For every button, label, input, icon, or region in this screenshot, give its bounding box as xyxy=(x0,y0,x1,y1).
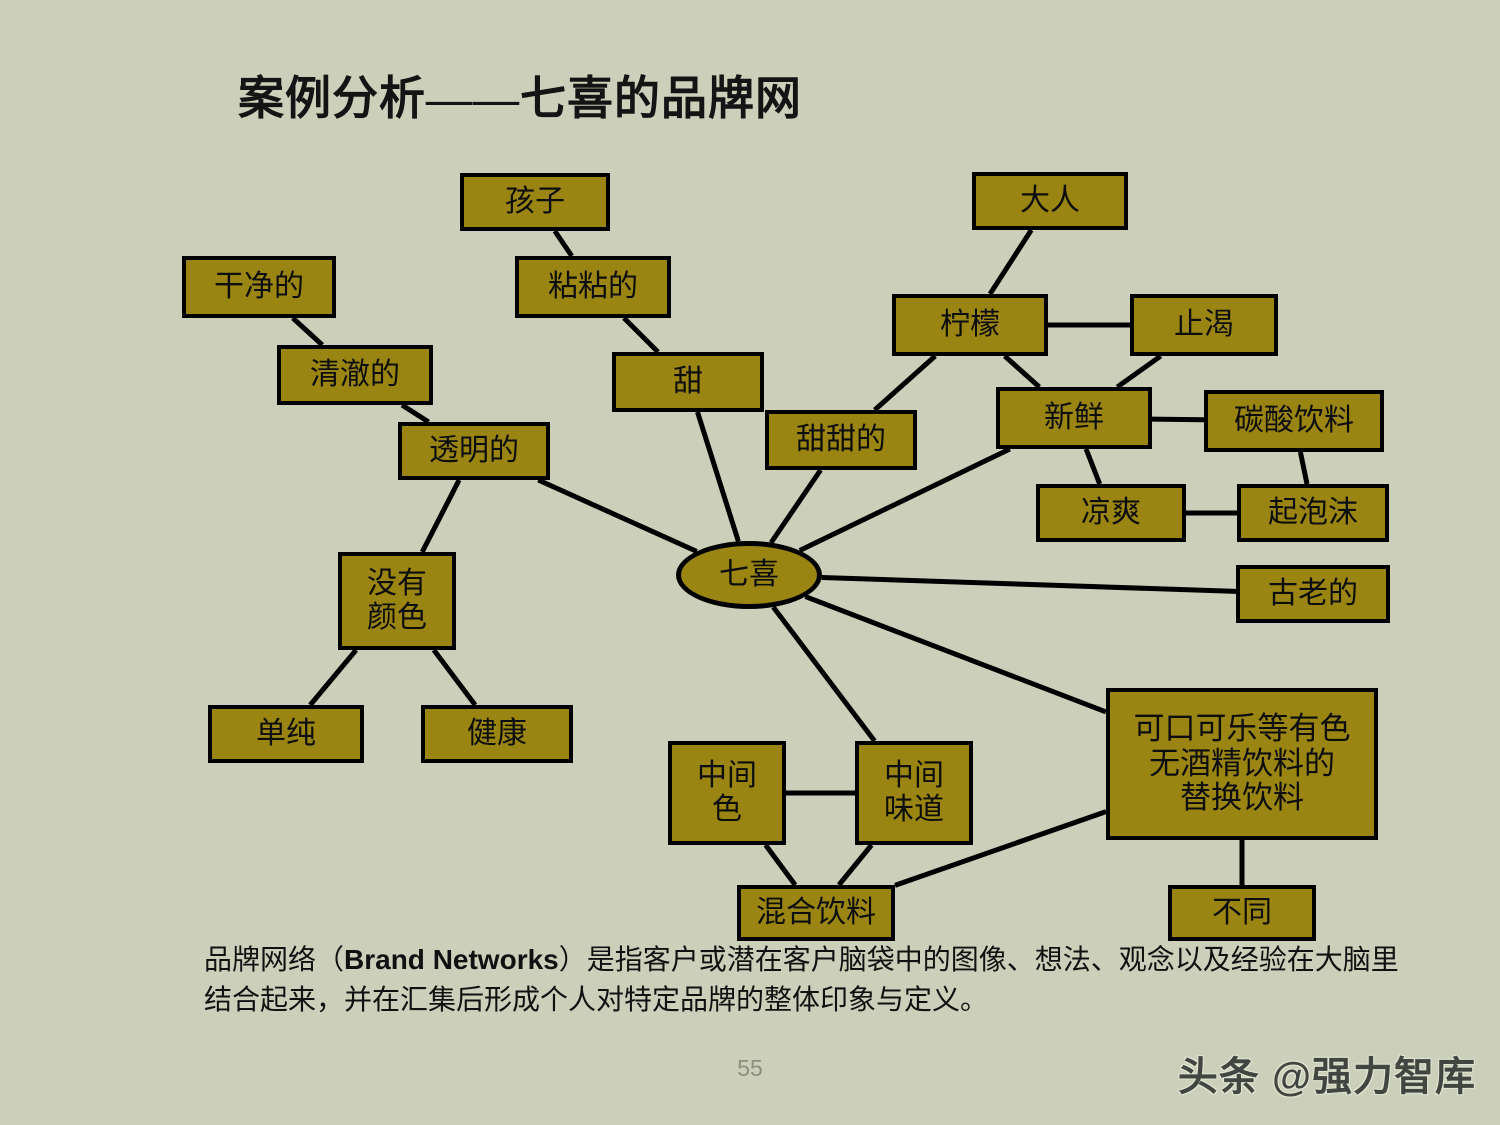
diagram-node-label: 中间 色 xyxy=(697,759,757,826)
diagram-edge-qingchede-toumingde xyxy=(400,402,430,425)
diagram-node-zhongjianse[interactable]: 中间 色 xyxy=(668,741,786,845)
diagram-node-label: 单纯 xyxy=(256,717,316,751)
diagram-node-label: 健康 xyxy=(467,717,527,751)
diagram-node-label: 新鲜 xyxy=(1044,401,1104,435)
diagram-node-label: 凉爽 xyxy=(1081,496,1141,530)
diagram-edge-toumingde-meiyouyanse xyxy=(419,478,462,554)
diagram-node-qixi[interactable]: 七喜 xyxy=(676,541,822,609)
diagram-node-label: 粘粘的 xyxy=(548,270,638,304)
diagram-edge-ningmeng-xinxian xyxy=(1003,354,1041,389)
diagram-node-ningmeng[interactable]: 柠檬 xyxy=(892,294,1048,356)
diagram-edge-ganjingde-qingchede xyxy=(291,316,324,347)
diagram-edge-meiyouyanse-jiankang xyxy=(431,648,478,707)
diagram-node-label: 可口可乐等有色 无酒精饮料的 替换饮料 xyxy=(1133,710,1351,816)
diagram-edge-toumingde-qixi xyxy=(537,477,698,554)
diagram-edge-qixi-zhongjianwei xyxy=(771,605,877,743)
diagram-edge-qixi-kekoukele xyxy=(804,594,1107,715)
diagram-edge-zhike-xinxian xyxy=(1115,353,1163,390)
diagram-node-tian[interactable]: 甜 xyxy=(612,352,764,412)
diagram-node-haizi[interactable]: 孩子 xyxy=(460,173,610,231)
diagram-edge-tian-qixi xyxy=(695,411,741,543)
diagram-edge-xinxian-liangshuang xyxy=(1083,448,1103,485)
diagram-edge-zhongjianse-hunhe xyxy=(763,843,798,887)
diagram-node-tiantiande[interactable]: 甜甜的 xyxy=(765,410,917,470)
diagram-node-liangshuang[interactable]: 凉爽 xyxy=(1036,484,1186,542)
diagram-node-qipaomo[interactable]: 起泡沫 xyxy=(1237,484,1389,542)
diagram-node-daren[interactable]: 大人 xyxy=(972,172,1128,230)
diagram-node-label: 没有 颜色 xyxy=(367,567,427,634)
diagram-node-label: 碳酸饮料 xyxy=(1234,404,1354,438)
diagram-node-zhanzhande[interactable]: 粘粘的 xyxy=(515,256,671,318)
diagram-edge-tiantiande-qixi xyxy=(769,468,823,545)
diagram-node-xinxian[interactable]: 新鲜 xyxy=(996,387,1152,449)
diagram-node-label: 清澈的 xyxy=(310,358,400,392)
caption-text: 品牌网络（Brand Networks）是指客户或潜在客户脑袋中的图像、想法、观… xyxy=(204,940,1444,1021)
diagram-node-label: 不同 xyxy=(1212,896,1272,930)
diagram-node-zhongjianwei[interactable]: 中间 味道 xyxy=(855,741,973,845)
diagram-node-kekoukele[interactable]: 可口可乐等有色 无酒精饮料的 替换饮料 xyxy=(1106,688,1378,840)
diagram-node-label: 甜甜的 xyxy=(796,423,886,457)
caption-line2: 结合起来，并在汇集后形成个人对特定品牌的整体印象与定义。 xyxy=(204,984,989,1016)
diagram-node-toumingde[interactable]: 透明的 xyxy=(398,422,550,480)
diagram-node-jiankang[interactable]: 健康 xyxy=(421,705,573,763)
diagram-edge-tansuan-qipaomo xyxy=(1297,451,1310,485)
diagram-node-label: 甜 xyxy=(673,365,703,399)
diagram-node-hunhe[interactable]: 混合饮料 xyxy=(737,885,895,941)
diagram-node-qingchede[interactable]: 清澈的 xyxy=(277,345,433,405)
diagram-node-meiyouyanse[interactable]: 没有 颜色 xyxy=(338,552,456,650)
page-title: 案例分析——七喜的品牌网 xyxy=(238,73,802,124)
caption-line1-english: Brand Networks xyxy=(344,944,559,975)
diagram-node-label: 孩子 xyxy=(505,185,565,219)
diagram-edge-daren-ningmeng xyxy=(987,228,1034,296)
diagram-node-tansuan[interactable]: 碳酸饮料 xyxy=(1204,390,1384,452)
watermark-logo: 头条 @强力智库 xyxy=(1177,1055,1476,1099)
diagram-node-zhike[interactable]: 止渴 xyxy=(1130,294,1278,356)
caption-line1-pre: 品牌网络（ xyxy=(204,945,345,976)
diagram-node-label: 干净的 xyxy=(214,270,304,304)
caption-line1-post: ）是指客户或潜在客户脑袋中的图像、想法、观念以及经验在大脑里 xyxy=(558,945,1399,976)
diagram-node-gulaode[interactable]: 古老的 xyxy=(1236,565,1390,623)
diagram-node-label: 起泡沫 xyxy=(1268,496,1358,530)
diagram-node-label: 七喜 xyxy=(719,558,779,592)
diagram-edge-haizi-zhanzhande xyxy=(552,229,574,258)
diagram-node-label: 中间 味道 xyxy=(884,759,944,826)
diagram-edge-qixi-gulaode xyxy=(821,575,1237,594)
diagram-node-label: 古老的 xyxy=(1268,577,1358,611)
diagram-node-label: 止渴 xyxy=(1174,308,1234,342)
diagram-edge-meiyouyanse-danchun xyxy=(308,648,359,707)
diagram-node-label: 大人 xyxy=(1020,184,1080,218)
diagram-node-label: 柠檬 xyxy=(940,308,1000,342)
page-number: 55 xyxy=(737,1055,763,1081)
diagram-edge-ningmeng-tiantiande xyxy=(873,354,937,412)
diagram-edge-zhongjianwei-hunhe xyxy=(836,843,874,887)
diagram-node-ganjingde[interactable]: 干净的 xyxy=(182,256,336,318)
diagram-node-label: 混合饮料 xyxy=(756,896,876,930)
diagram-edge-xinxian-tansuan xyxy=(1151,416,1205,423)
diagram-node-danchun[interactable]: 单纯 xyxy=(208,705,364,763)
diagram-node-butong[interactable]: 不同 xyxy=(1168,885,1316,941)
diagram-edge-zhanzhande-tian xyxy=(622,316,660,354)
diagram-node-label: 透明的 xyxy=(429,434,519,468)
